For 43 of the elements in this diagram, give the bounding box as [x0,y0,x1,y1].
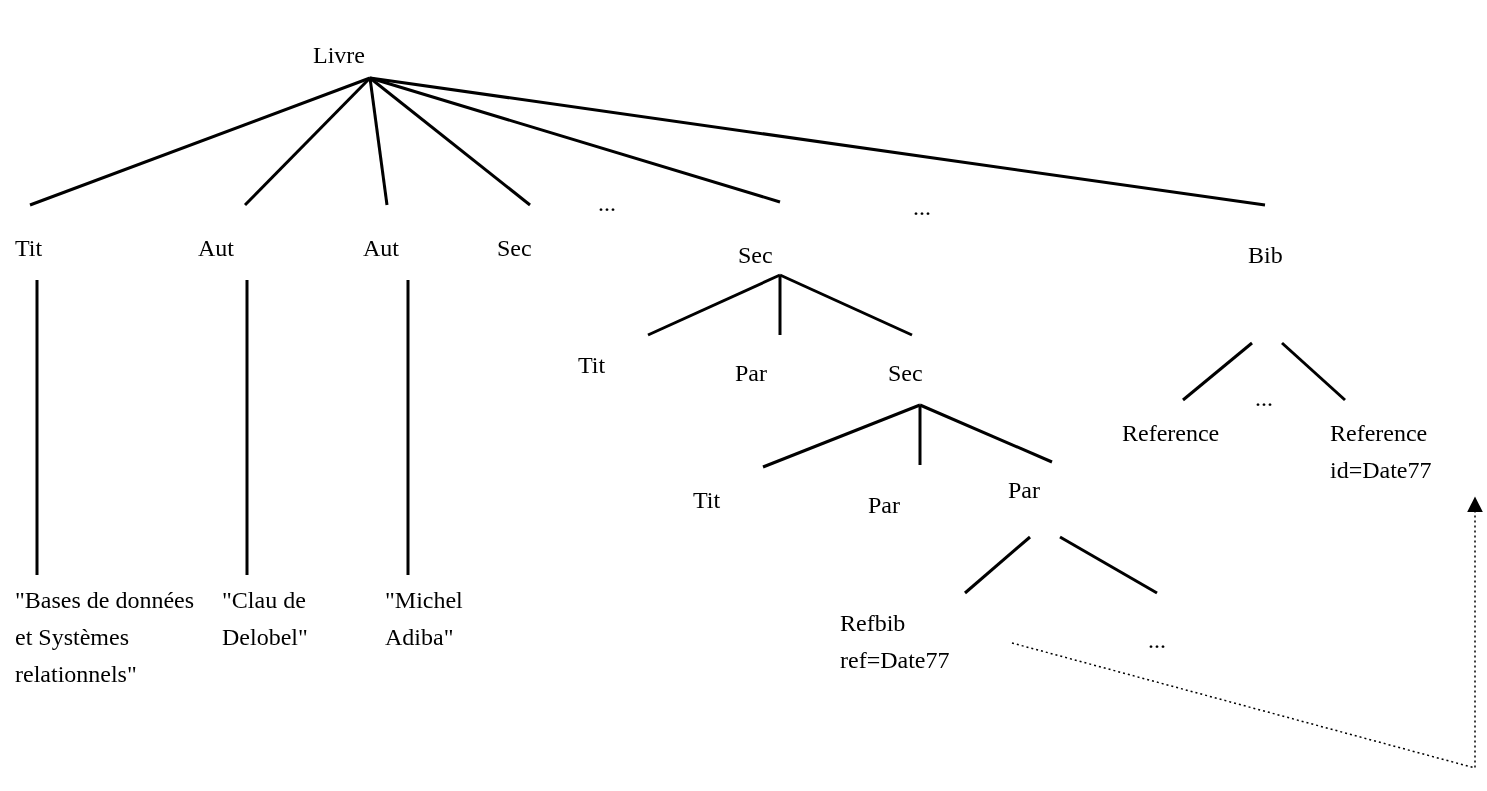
ellipsis-label: ... [598,188,616,218]
tree-branch-line [243,76,372,207]
node-label: Sec [888,358,924,388]
node-label: Livre [313,40,366,70]
node-label: Par [735,358,768,388]
node-label: ref=Date77 [840,645,951,675]
tree-branch-line [29,76,371,207]
node-label: "Clau de Delobel" [222,585,309,652]
node-label: Sec [738,240,774,270]
node-label: "Bases de données et Systèmes relationnels" [15,585,196,689]
tree-branch-line [918,405,922,465]
tree-branch-line [762,403,921,469]
tree-branch-line [779,273,913,337]
tree-branch-line [919,403,1053,464]
node-label: Bib [1248,240,1284,270]
tree-branch-line [647,273,781,337]
node-label: Tit [578,350,607,380]
tree-branch-line [245,280,249,575]
tree-branch-line [406,280,410,575]
node-label: Tit [693,485,722,515]
node-label: Aut [363,233,400,263]
node-label: Refbib [840,608,907,638]
tree-branch-line [964,535,1031,595]
node-label: Par [1008,475,1041,505]
node-label: Sec [497,233,533,263]
node-label: ... [1148,625,1167,655]
node-label: Tit [15,233,44,263]
tree-branch-line [778,275,782,335]
node-label: id=Date77 [1330,455,1433,485]
tree-branch-line [368,77,389,206]
tree-branch-line [1059,535,1158,595]
node-label: Aut [198,233,235,263]
node-label: Reference [1330,418,1429,448]
ellipsis-label: ... [1255,383,1273,413]
tree-branch-line [369,76,1266,207]
tree-branch-line [1182,341,1253,402]
tree-branch-line [1281,341,1346,402]
tree-branch-line [35,280,39,575]
node-label: Reference [1122,418,1221,448]
ellipsis-label: ... [913,192,931,222]
node-label: "Michel Adiba" [385,585,464,652]
node-label: Par [868,490,901,520]
dotted-arrow [1011,496,1483,769]
